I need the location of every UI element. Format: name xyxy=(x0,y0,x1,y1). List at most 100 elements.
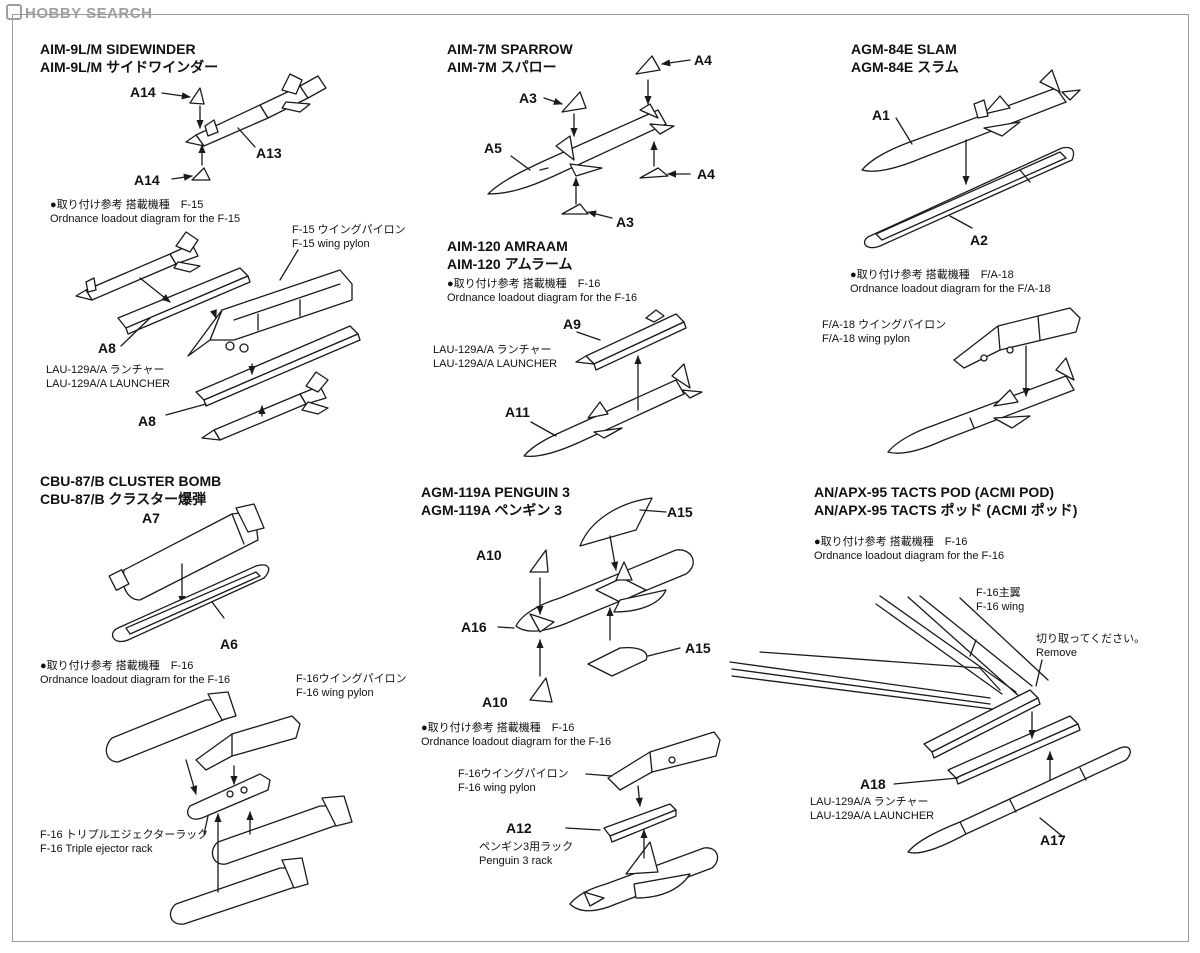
amraam-missile-a11 xyxy=(523,363,703,458)
fa18-wing-pylon xyxy=(953,307,1081,369)
watermark-text: HOBBY SEARCH xyxy=(25,5,153,22)
cbu-loadout-bomb-lower xyxy=(169,857,309,925)
amraam-launcher-label: LAU-129A/A ランチャー LAU-129A/A LAUNCHER xyxy=(433,343,557,371)
sparrow-fin-a3-bottom xyxy=(561,203,589,215)
cbu-pylon-label: F-16ウイングパイロン F-16 wing pylon xyxy=(296,672,407,700)
amraam-loadout-note: ●取り付け参考 搭載機種 F-16 Ordnance loadout diagr… xyxy=(447,277,637,305)
sparrow-title-jp: AIM-7M スパロー xyxy=(447,59,557,75)
cbu-pylon-label-en: F-16 wing pylon xyxy=(296,687,374,699)
part-label-a10-bottom: A10 xyxy=(482,694,508,710)
slam-title-jp: AGM-84E スラム xyxy=(851,59,959,75)
part-label-a10-top: A10 xyxy=(476,547,502,563)
f16-wing-label-en: F-16 wing xyxy=(976,601,1025,613)
remove-instruction: 切り取ってください。 Remove xyxy=(1036,632,1145,660)
tacts-wingtip-rail xyxy=(923,689,1041,759)
sidewinder-loadout-jp: ●取り付け参考 搭載機種 F-15 xyxy=(50,199,204,211)
sidewinder-title-jp: AIM-9L/M サイドワインダー xyxy=(40,59,219,75)
cbu-pylon-a6 xyxy=(111,564,270,643)
part-label-a1: A1 xyxy=(872,107,890,123)
tacts-launcher-label: LAU-129A/A ランチャー LAU-129A/A LAUNCHER xyxy=(810,795,934,823)
sidewinder-launcher-label-jp: LAU-129A/A ランチャー xyxy=(46,364,165,376)
part-label-a18: A18 xyxy=(860,776,886,792)
sidewinder-loadout-missile-bottom xyxy=(201,371,329,441)
part-label-a4-bottom: A4 xyxy=(697,166,715,182)
penguin-pylon-label-jp: F-16ウイングパイロン xyxy=(458,768,569,780)
amraam-title: AIM-120 AMRAAM AIM-120 アムラーム xyxy=(447,237,572,273)
amraam-launcher-label-jp: LAU-129A/A ランチャー xyxy=(433,344,552,356)
tacts-loadout-jp: ●取り付け参考 搭載機種 F-16 xyxy=(814,536,968,548)
f15-pylon-label: F-15 ウイングパイロン F-15 wing pylon xyxy=(292,223,406,251)
penguin-fin-a10-bottom xyxy=(529,677,553,703)
penguin-pylon-label-en: F-16 wing pylon xyxy=(458,782,536,794)
cbu-title-jp: CBU-87/B クラスター爆弾 xyxy=(40,491,207,507)
penguin-loadout-en: Ordnance loadout diagram for the F-16 xyxy=(421,736,612,748)
cbu-loadout-en: Ordnance loadout diagram for the F-16 xyxy=(40,674,231,686)
sparrow-fin-a4-top xyxy=(635,55,661,75)
f16-triple-ejector-rack xyxy=(187,773,271,820)
part-label-a15-bottom: A15 xyxy=(685,640,711,656)
penguin-loadout-jp: ●取り付け参考 搭載機種 F-16 xyxy=(421,722,575,734)
penguin-fin-a15-top xyxy=(579,497,653,547)
fa18-pylon-label-jp: F/A-18 ウイングパイロン xyxy=(822,319,947,331)
tacts-loadout-en: Ordnance loadout diagram for the F-16 xyxy=(814,550,1005,562)
slam-loadout-en: Ordnance loadout diagram for the F/A-18 xyxy=(850,283,1051,295)
triple-ejector-rack-label-jp: F-16 トリプルエジェクターラック xyxy=(40,829,209,841)
f16-wing-label-jp: F-16主翼 xyxy=(976,587,1021,599)
part-label-a17: A17 xyxy=(1040,832,1066,848)
part-label-a11: A11 xyxy=(505,404,530,420)
penguin-title-jp: AGM-119A ペンギン 3 xyxy=(421,502,563,518)
part-label-a6: A6 xyxy=(220,636,238,652)
cbu-loadout-note: ●取り付け参考 搭載機種 F-16 Ordnance loadout diagr… xyxy=(40,659,230,687)
amraam-launcher-label-en: LAU-129A/A LAUNCHER xyxy=(433,358,558,370)
tacts-launcher-label-en: LAU-129A/A LAUNCHER xyxy=(810,810,935,822)
part-label-a3-bottom: A3 xyxy=(616,214,634,230)
part-label-a12: A12 xyxy=(506,820,532,836)
part-label-a8-lower: A8 xyxy=(138,413,156,429)
sparrow-fin-a3-top xyxy=(561,91,587,113)
f16-wing-outline xyxy=(729,595,1049,711)
cbu-title: CBU-87/B CLUSTER BOMB CBU-87/B クラスター爆弾 xyxy=(40,472,221,508)
cbu-loadout-jp: ●取り付け参考 搭載機種 F-16 xyxy=(40,660,194,672)
penguin-rack-a12 xyxy=(603,803,677,843)
f16-pylon-penguin xyxy=(607,731,721,791)
penguin-title-en: AGM-119A PENGUIN 3 xyxy=(421,484,570,500)
part-label-a16: A16 xyxy=(461,619,487,635)
penguin-fin-a15-bottom xyxy=(587,646,648,677)
part-label-a5: A5 xyxy=(484,140,502,156)
sidewinder-title: AIM-9L/M SIDEWINDER AIM-9L/M サイドワインダー xyxy=(40,40,218,76)
f15-pylon-label-en: F-15 wing pylon xyxy=(292,238,370,250)
penguin-rack-label-en: Penguin 3 rack xyxy=(479,855,553,867)
sparrow-missile xyxy=(487,103,675,195)
sparrow-fin-a4-bottom xyxy=(639,167,669,179)
cbu-bomb-a7 xyxy=(108,503,265,601)
part-label-a8-upper: A8 xyxy=(98,340,116,356)
triple-ejector-rack-label: F-16 トリプルエジェクターラック F-16 Triple ejector r… xyxy=(40,828,208,856)
penguin-title: AGM-119A PENGUIN 3 AGM-119A ペンギン 3 xyxy=(421,483,570,519)
slam-missile xyxy=(861,69,1081,172)
slam-pylon-a2 xyxy=(863,146,1075,249)
page-border xyxy=(12,14,1189,942)
sidewinder-loadout-en: Ordnance loadout diagram for the F-15 xyxy=(50,213,241,225)
sidewinder-fin-a14-bottom xyxy=(191,167,211,181)
slam-loadout-jp: ●取り付け参考 搭載機種 F/A-18 xyxy=(850,269,1014,281)
sparrow-title: AIM-7M SPARROW AIM-7M スパロー xyxy=(447,40,573,76)
sidewinder-title-en: AIM-9L/M SIDEWINDER xyxy=(40,41,196,57)
sparrow-title-en: AIM-7M SPARROW xyxy=(447,41,573,57)
f16-pylon-cbu xyxy=(195,715,301,771)
sidewinder-fin-a14-top xyxy=(189,87,205,105)
cbu-loadout-bomb-upper xyxy=(105,691,237,763)
penguin-loadout-note: ●取り付け参考 搭載機種 F-16 Ordnance loadout diagr… xyxy=(421,721,611,749)
f15-wing-pylon xyxy=(187,269,353,357)
part-label-a3-top: A3 xyxy=(519,90,537,106)
tacts-pod-a17 xyxy=(907,746,1131,854)
slam-loadout-note: ●取り付け参考 搭載機種 F/A-18 Ordnance loadout dia… xyxy=(850,268,1051,296)
sidewinder-launcher-a8-upper xyxy=(117,267,251,335)
penguin-missile xyxy=(515,549,694,633)
cbu-loadout-bomb-middle xyxy=(211,795,353,865)
tacts-title-en: AN/APX-95 TACTS POD (ACMI POD) xyxy=(814,484,1055,500)
cbu-pylon-label-jp: F-16ウイングパイロン xyxy=(296,673,407,685)
part-label-a13: A13 xyxy=(256,145,282,161)
remove-instruction-en: Remove xyxy=(1036,647,1077,659)
sidewinder-loadout-note: ●取り付け参考 搭載機種 F-15 Ordnance loadout diagr… xyxy=(50,198,240,226)
